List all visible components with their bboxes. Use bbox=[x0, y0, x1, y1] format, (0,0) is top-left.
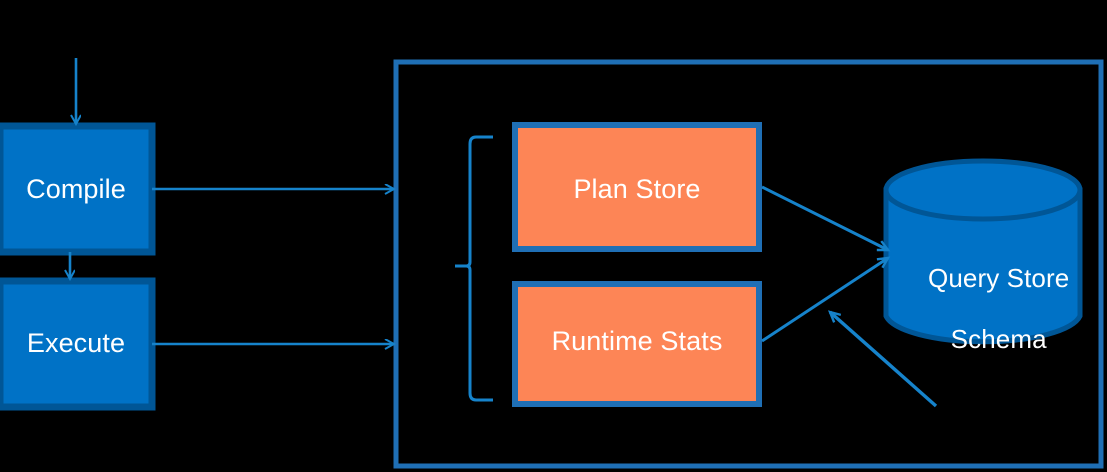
node-runtime-stats-shape[interactable] bbox=[512, 281, 762, 407]
connector-plan-store-to-schema bbox=[761, 185, 888, 252]
node-query-store-schema-shape[interactable] bbox=[883, 158, 1083, 345]
query-store-boundary bbox=[393, 59, 1104, 469]
store-bracket bbox=[455, 135, 493, 402]
node-compile-shape[interactable] bbox=[0, 122, 156, 256]
node-plan-store-shape[interactable] bbox=[512, 122, 762, 252]
connector-runtime-stats-to-schema bbox=[761, 258, 888, 343]
connector-external-to-schema bbox=[830, 312, 938, 408]
node-execute-shape[interactable] bbox=[0, 277, 156, 411]
